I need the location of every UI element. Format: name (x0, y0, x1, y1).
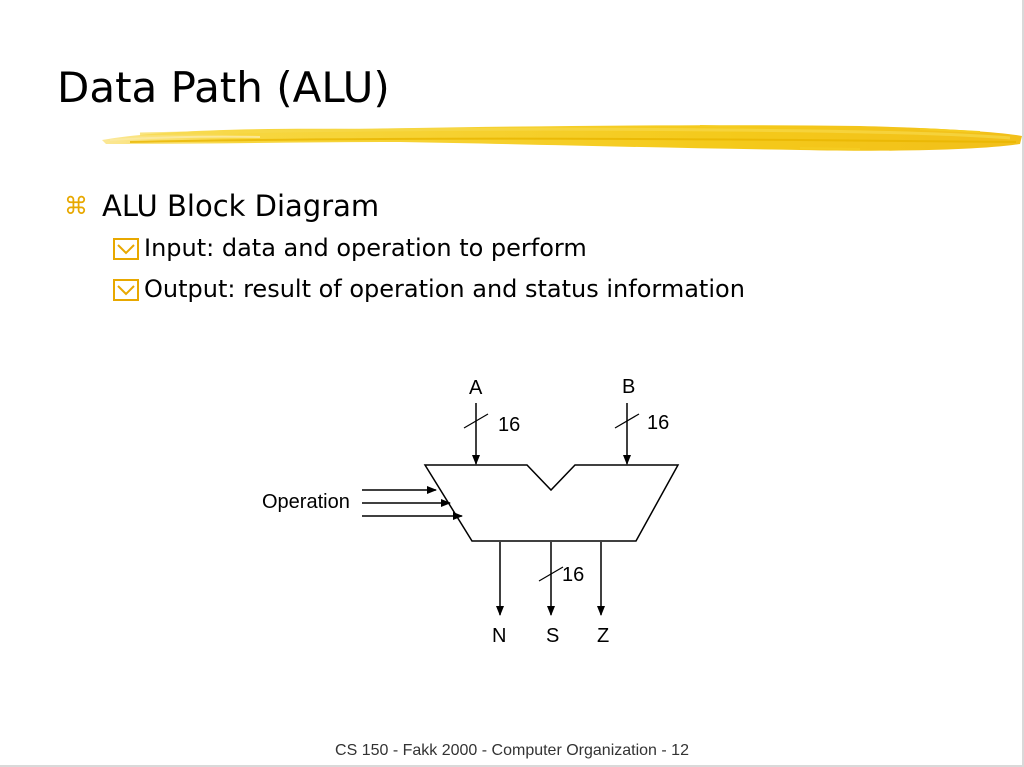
input-b-width: 16 (647, 412, 669, 434)
input-a-width: 16 (498, 414, 520, 436)
bullet-text: ALU Block Diagram (102, 189, 380, 223)
alu-block-diagram: A 16 B 16 Operation 16 N S Z (262, 376, 680, 647)
slide-bottom-edge (0, 765, 1024, 767)
alu-body (423, 464, 680, 542)
checkbox-icon (113, 279, 139, 301)
output-s-bus-slash (538, 566, 564, 582)
operation-label: Operation (262, 491, 350, 513)
output-s-label: S (546, 625, 559, 647)
command-icon: ⌘ (64, 192, 88, 220)
input-b-bus-slash (614, 413, 640, 429)
output-z-label: Z (597, 625, 609, 647)
input-a-bus-slash (463, 413, 489, 429)
title-underline-brush (102, 125, 1022, 151)
output-n-label: N (492, 625, 506, 647)
output-s-width: 16 (562, 564, 584, 586)
input-b-label: B (622, 376, 635, 398)
slide-right-edge (1022, 0, 1024, 767)
sub-bullet-text: Input: data and operation to perform (144, 234, 587, 262)
sub-bullet-text: Output: result of operation and status i… (144, 275, 745, 303)
checkbox-icon (113, 238, 139, 260)
input-a-label: A (469, 377, 483, 399)
slide-footer: CS 150 - Fakk 2000 - Computer Organizati… (335, 742, 689, 759)
slide-title: Data Path (ALU) (57, 63, 390, 112)
